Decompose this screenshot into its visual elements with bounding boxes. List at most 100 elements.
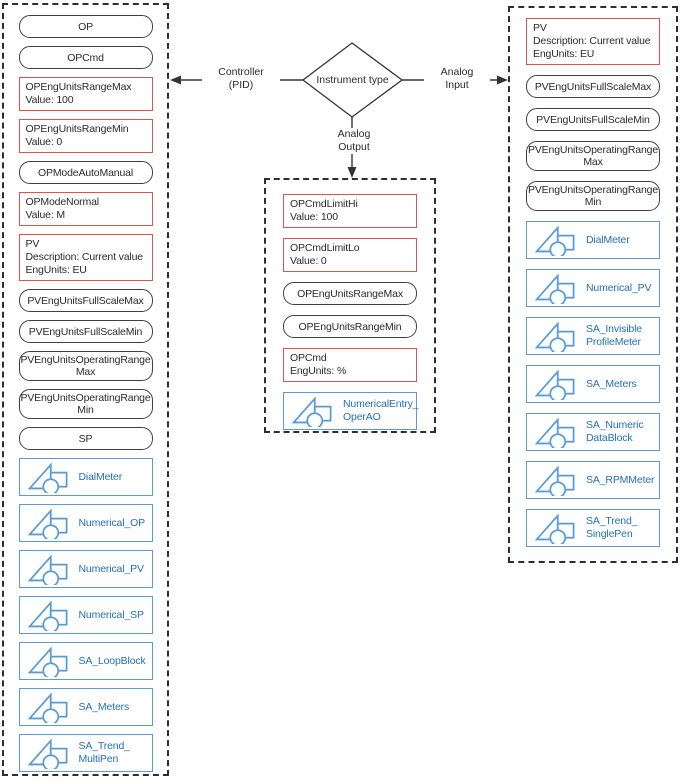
node-text-line: SA_LoopBlock [78, 654, 146, 667]
node-text: SA_Trend_SinglePen [586, 515, 638, 541]
node-text-line: EngUnits: EU [533, 48, 595, 60]
node-sa-meters: SA_Meters [526, 365, 660, 403]
node-text-line: OPModeAutoManual [37, 166, 134, 179]
display-shape-icon [27, 462, 67, 493]
node-text-line: DataBlock [586, 432, 633, 444]
display-shape-icon [534, 225, 575, 256]
node-text-line: SA_Meters [78, 700, 130, 713]
node-sa-loopblock: SA_LoopBlock [18, 642, 153, 680]
node-text-line: SA_Trend_ [78, 740, 131, 752]
node-text-line: Numerical_PV [78, 562, 144, 575]
display-shape-icon [534, 465, 575, 496]
node-text: OPEngUnitsRangeMin [299, 321, 402, 333]
node-pvengunitsfullscalemin: PVEngUnitsFullScaleMin [526, 108, 660, 131]
node-text-line: OPModeNormal [25, 196, 100, 208]
node-text-line: Min [584, 196, 602, 208]
node-text: DialMeter [79, 471, 123, 484]
node-sa-trend: SA_Trend_SinglePen [526, 509, 660, 547]
node-numericalentry: NumericalEntry_OperAO [283, 392, 419, 430]
branch-label-analog-input: Analog Input [424, 66, 490, 92]
node-text-line: Description: Current value [25, 251, 144, 263]
node-text-line: PVEngUnitsOperatingRange [527, 144, 659, 156]
node-text: OPCmd [67, 52, 104, 64]
node-text-line: SinglePen [586, 528, 633, 540]
node-text-line: OPEngUnitsRangeMin [25, 123, 129, 135]
node-text-line: SA_Meters [586, 377, 637, 390]
branch-label-line: Analog [440, 66, 474, 78]
node-text-line: PVEngUnitsOperatingRange [527, 184, 659, 196]
branch-label-analog-output: Analog Output [321, 128, 387, 154]
node-text-line: Value: M [25, 209, 66, 221]
node-text: SA_RPMMeter [586, 474, 655, 487]
node-sp: SP [18, 427, 153, 450]
arrowhead-left-icon [170, 75, 181, 85]
node-text-line: SA_Numeric [586, 419, 644, 431]
node-text-line: EngUnits: EU [25, 264, 87, 276]
display-shape-icon [27, 600, 67, 631]
node-dialmeter: DialMeter [526, 221, 660, 259]
node-text-line: PVEngUnitsOperatingRange [20, 354, 151, 366]
node-text-line: Numerical_PV [586, 281, 652, 294]
node-text-line: DialMeter [78, 470, 123, 483]
node-sa-meters: SA_Meters [18, 688, 153, 726]
node-text-line: Value: 0 [25, 136, 63, 148]
node-text-line: Min [77, 404, 94, 416]
branch-label-line: Analog [337, 128, 371, 140]
display-shape-icon [534, 369, 575, 400]
node-text-line: OPCmd [67, 51, 104, 64]
node-text-line: SP [78, 432, 93, 445]
node-text-line: EngUnits: % [290, 365, 347, 377]
node-text-line: PVEngUnitsFullScaleMax [534, 80, 652, 93]
node-text-line: OperAO [343, 411, 381, 423]
node-opengunitsrangemax: OPEngUnitsRangeMax [283, 282, 417, 305]
node-text-line: SA_Invisible [586, 323, 642, 335]
node-text-line: PV [25, 238, 40, 250]
node-text: SP [79, 433, 93, 445]
node-text: Numerical_SP [79, 609, 144, 622]
node-text: OPModeAutoManual [38, 167, 133, 179]
node-text-line: PV [533, 22, 547, 34]
node-text: SA_Meters [586, 378, 637, 391]
node-text-line: OPCmdLimitLo [290, 242, 360, 254]
node-text-line: OPEngUnitsRangeMin [298, 320, 402, 333]
node-text-line: PVEngUnitsFullScaleMin [536, 113, 650, 126]
node-text-line: PVEngUnitsOperatingRange [20, 392, 151, 404]
node-text-line: Max [583, 156, 603, 168]
node-text-line: DialMeter [586, 233, 630, 246]
node-opcmd: OPCmd [18, 46, 153, 69]
node-text-line: Numerical_SP [78, 608, 144, 621]
display-shape-icon [27, 646, 67, 677]
node-text-line: Description: Current value [533, 35, 651, 47]
node-text: PVEngUnitsFullScaleMin [536, 113, 650, 126]
node-text-line: Value: 0 [290, 255, 327, 267]
node-text-line: MultiPen [78, 753, 119, 765]
node-text: SA_Trend_MultiPen [78, 740, 131, 766]
node-text: SA_LoopBlock [79, 655, 146, 668]
node-opmodeautomanual: OPModeAutoManual [18, 161, 153, 184]
display-shape-icon [27, 692, 67, 723]
display-shape-icon [534, 273, 575, 304]
node-numerical-sp: Numerical_SP [18, 596, 153, 634]
branch-label-line: Input [445, 79, 469, 91]
node-text-line: OPCmd [290, 352, 327, 364]
display-shape-icon [534, 513, 575, 544]
